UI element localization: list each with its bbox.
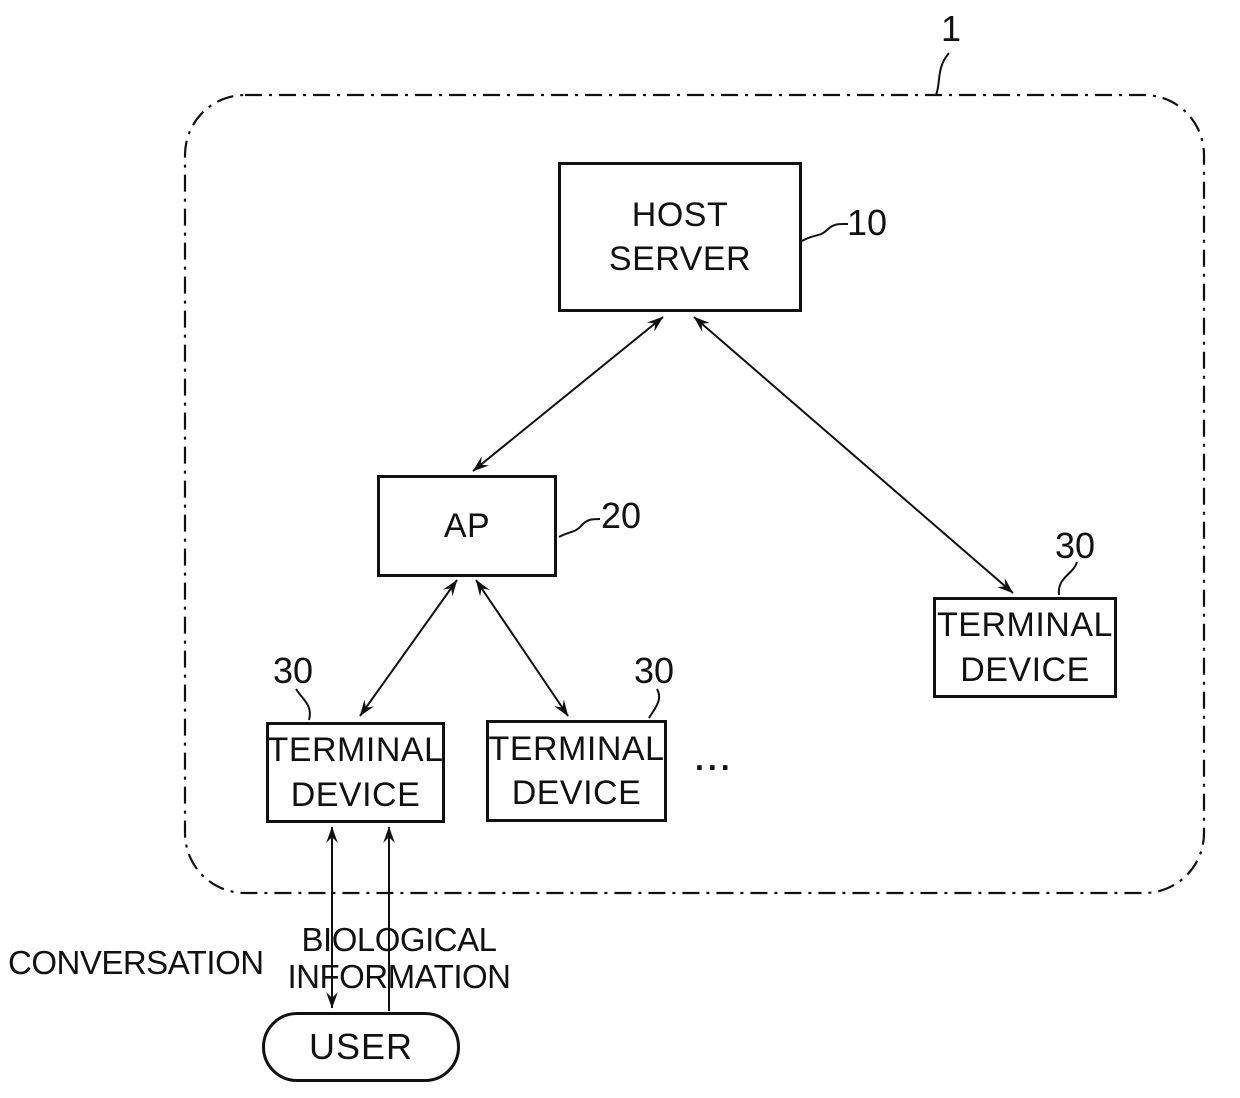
more-terminals-ellipsis: ... bbox=[695, 741, 734, 777]
leader-ref-30-1 bbox=[295, 688, 311, 721]
system-boundary-border bbox=[183, 93, 1206, 895]
conversation-edge-label: CONVERSATION bbox=[8, 944, 264, 981]
connector-host-terminal3 bbox=[693, 316, 1014, 594]
leader-ref-20 bbox=[558, 518, 601, 538]
leader-ref-10 bbox=[801, 222, 849, 242]
connector-ap-terminal1 bbox=[359, 579, 458, 717]
terminal-device-2-label: TERMINAL DEVICE bbox=[488, 729, 665, 812]
ref-label-ap-20: 20 bbox=[601, 495, 642, 536]
terminal-device-1-label: TERMINAL DEVICE bbox=[267, 731, 444, 814]
user-label: USER bbox=[308, 1025, 414, 1067]
leader-ref-1 bbox=[935, 52, 950, 96]
terminal-device-node-3: TERMINAL DEVICE bbox=[933, 597, 1117, 698]
ap-label: AP bbox=[443, 506, 491, 545]
leader-ref-30-3 bbox=[1057, 561, 1078, 596]
ref-label-terminal1-30: 30 bbox=[273, 650, 314, 691]
ap-node: AP bbox=[377, 475, 557, 577]
ref-label-system-1: 1 bbox=[941, 8, 962, 49]
biological-information-edge-label: BIOLOGICAL INFORMATION bbox=[287, 921, 511, 995]
ref-label-host-10: 10 bbox=[847, 202, 888, 243]
ref-label-terminal2-30: 30 bbox=[634, 650, 675, 691]
host-server-label: HOST SERVER bbox=[608, 195, 752, 278]
terminal-device-3-label: TERMINAL DEVICE bbox=[937, 606, 1113, 689]
connector-ap-terminal2 bbox=[475, 579, 569, 717]
terminal-device-node-1: TERMINAL DEVICE bbox=[266, 722, 445, 823]
user-node: USER bbox=[262, 1012, 460, 1082]
host-server-node: HOST SERVER bbox=[558, 162, 802, 312]
leader-ref-30-2 bbox=[648, 688, 661, 719]
connector-host-ap bbox=[472, 316, 664, 472]
terminal-device-node-2: TERMINAL DEVICE bbox=[486, 720, 667, 822]
ref-label-terminal3-30: 30 bbox=[1055, 525, 1096, 566]
